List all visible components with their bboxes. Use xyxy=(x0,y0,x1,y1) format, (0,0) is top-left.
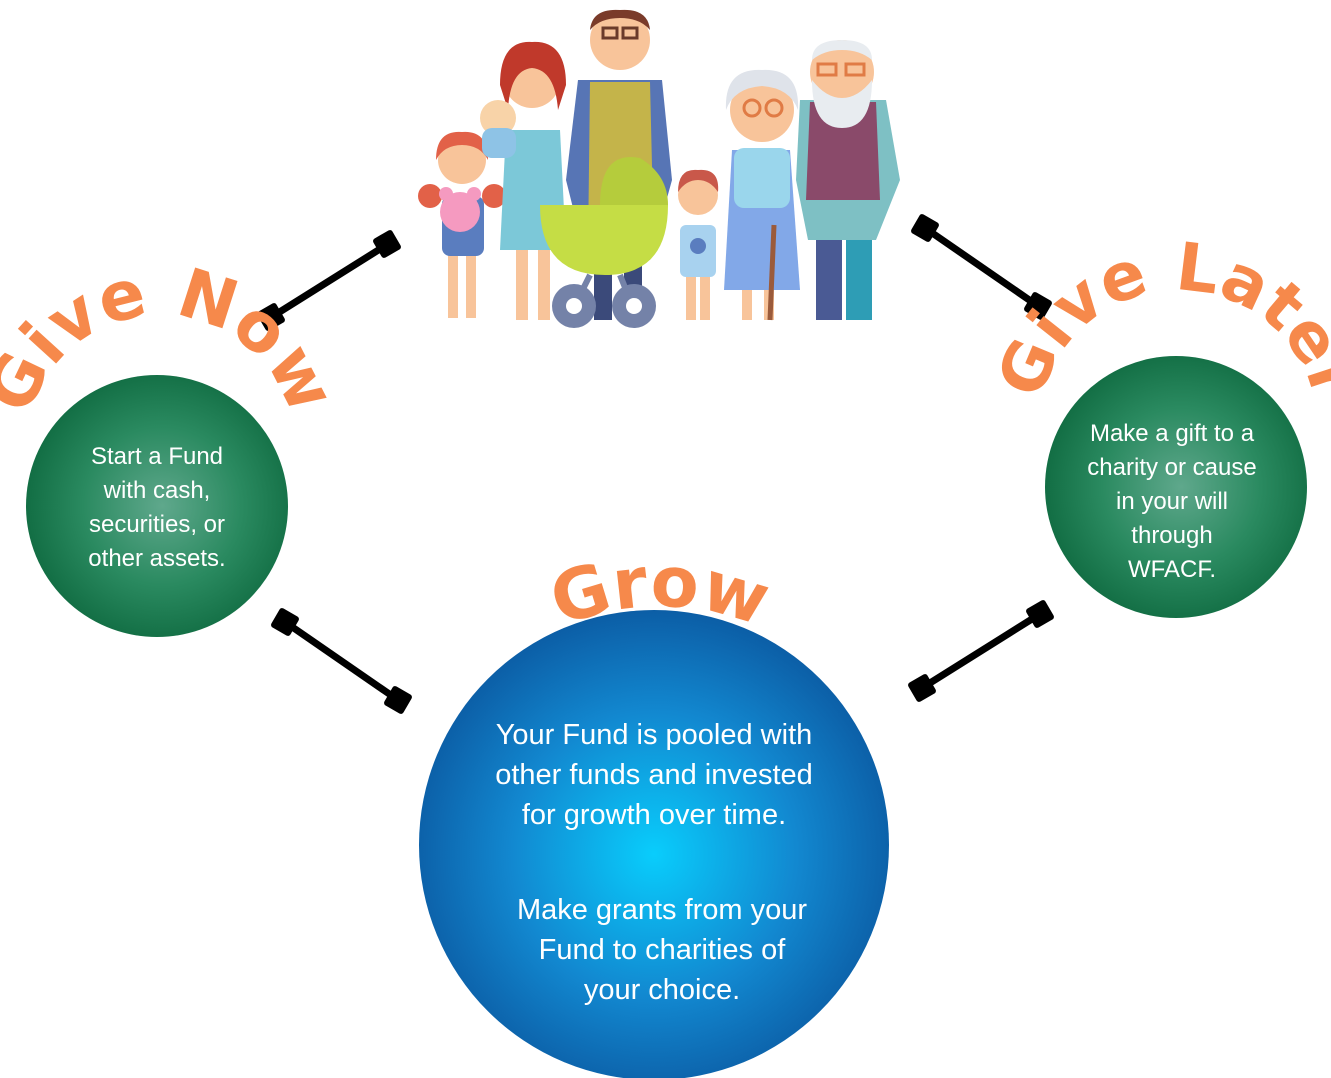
grow-text-1-line-3: for growth over time. xyxy=(521,799,787,831)
give-now-line-3: securities, or xyxy=(88,511,226,538)
family-illustration xyxy=(418,9,900,328)
boy-figure xyxy=(678,169,719,320)
connector-top-right xyxy=(911,214,1052,320)
give-now-line-4: other assets. xyxy=(88,545,226,572)
stroller-figure xyxy=(540,156,668,328)
grow-circle xyxy=(419,610,889,1078)
girl-figure xyxy=(418,131,506,318)
grow-text-2-line-2: Fund to charities of xyxy=(538,934,786,966)
grow-text-2-line-3: your choice. xyxy=(583,974,741,1006)
give-later-text: Make a gift to a charity or cause in you… xyxy=(1066,417,1278,587)
grow-text-1-line-2: other funds and invested xyxy=(495,759,813,791)
grandfather-figure xyxy=(796,40,900,320)
give-now-circle xyxy=(26,375,288,637)
give-later-line-4: through xyxy=(1131,522,1213,549)
give-later-line-1: Make a gift to a xyxy=(1089,420,1255,447)
grandmother-figure xyxy=(724,69,800,321)
grow-text-1: Your Fund is pooled with other funds and… xyxy=(454,715,854,835)
grow-text-2: Make grants from your Fund to charities … xyxy=(462,890,862,1010)
grow-text-2-line-1: Make grants from your xyxy=(516,894,808,926)
mother-figure xyxy=(480,41,566,320)
give-now-line-1: Start a Fund xyxy=(90,443,224,470)
give-now-text: Start a Fund with cash, securities, or o… xyxy=(62,440,252,576)
connector-bottom-right xyxy=(908,600,1054,702)
give-later-line-5: WFACF. xyxy=(1128,556,1216,583)
give-later-circle xyxy=(1045,356,1307,618)
grow-text-1-line-1: Your Fund is pooled with xyxy=(495,719,813,751)
give-now-line-2: with cash, xyxy=(103,477,211,504)
connector-bottom-left xyxy=(271,608,412,714)
give-later-line-2: charity or cause xyxy=(1087,454,1257,481)
give-later-line-3: in your will xyxy=(1115,488,1229,515)
connector-top-left xyxy=(257,230,401,331)
